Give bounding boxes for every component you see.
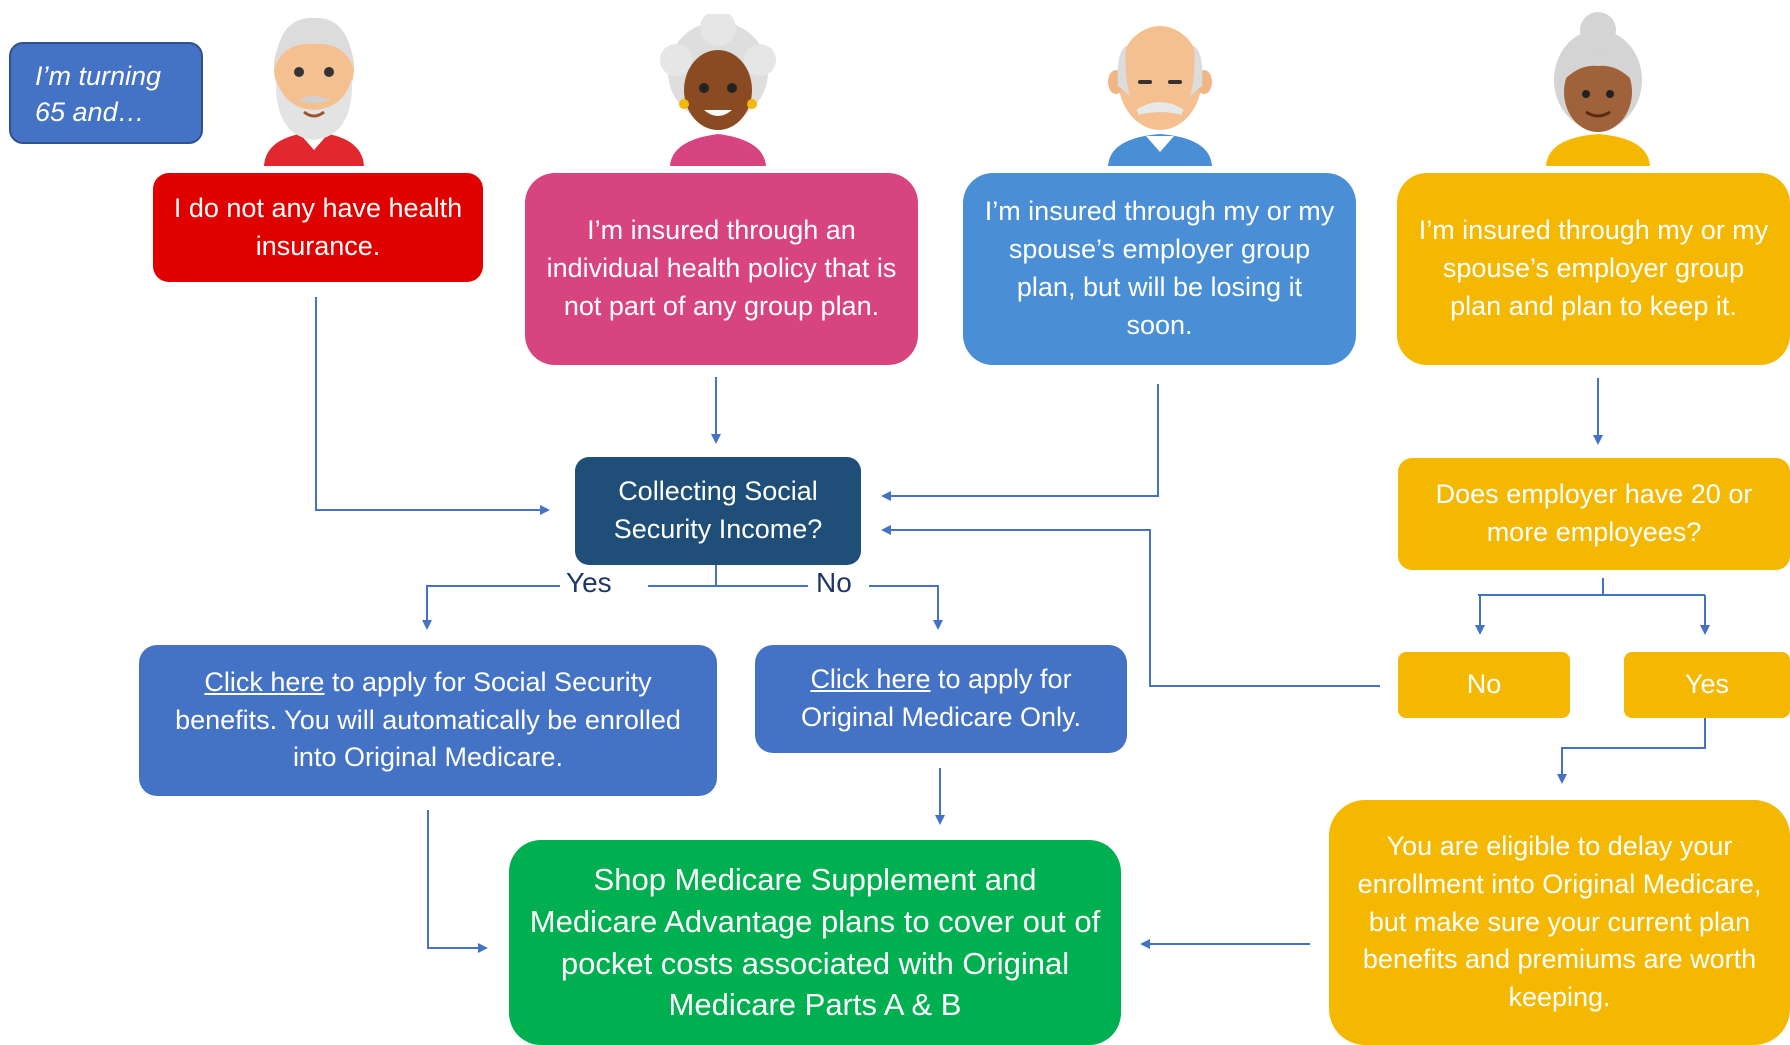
apply-social-security-text: to apply for Social Security benefits. Y… xyxy=(175,666,681,773)
employer-answer-no-text: No xyxy=(1466,669,1502,700)
shop-plans-text: Shop Medicare Supplement and Medicare Ad… xyxy=(529,861,1101,1023)
apply-original-medicare: Click here to apply for Original Medicar… xyxy=(755,645,1127,753)
employer-answer-no: No xyxy=(1398,652,1570,718)
scenario-no-insurance: I do not any have health insurance. xyxy=(153,173,483,282)
connector-apply-ss xyxy=(427,810,488,953)
connector-employer-losing xyxy=(881,384,1159,501)
scenario-employer-losing-text: I’m insured through my or my spouse’s em… xyxy=(984,196,1335,340)
intro-box: I’m turning 65 and… xyxy=(9,42,203,144)
intro-text: I’m turning 65 and… xyxy=(35,61,162,128)
connector-yes-to-delay xyxy=(1557,718,1706,784)
scenario-employer-losing: I’m insured through my or my spouse’s em… xyxy=(963,173,1356,365)
branch-label-yes: Yes xyxy=(560,567,618,599)
apply-original-medicare-content: Click here to apply for Original Medicar… xyxy=(775,661,1107,737)
apply-original-medicare-text: to apply for Original Medicare Only. xyxy=(800,664,1082,732)
avatar-curly-woman xyxy=(660,14,776,166)
connector-no-to-ss xyxy=(881,525,1380,687)
avatar-bald-man xyxy=(1108,26,1212,166)
branch-label-no: No xyxy=(810,567,858,599)
connector-ss-no xyxy=(869,585,943,630)
avatar-bearded-man xyxy=(264,17,364,166)
apply-social-security-link[interactable]: Click here xyxy=(204,666,325,697)
shop-plans-box: Shop Medicare Supplement and Medicare Ad… xyxy=(509,840,1121,1045)
question-social-security-text: Collecting Social Security Income? xyxy=(613,476,823,544)
scenario-no-insurance-text: I do not any have health insurance. xyxy=(173,192,463,261)
question-employer-size: Does employer have 20 or more employees? xyxy=(1398,458,1790,570)
scenario-employer-keeping: I’m insured through my or my spouse’s em… xyxy=(1397,173,1790,365)
delay-enrollment-text: You are eligible to delay your enrollmen… xyxy=(1357,831,1762,1013)
employer-answer-yes: Yes xyxy=(1624,652,1790,718)
apply-social-security-content: Click here to apply for Social Security … xyxy=(159,664,697,777)
employer-answer-yes-text: Yes xyxy=(1684,669,1730,700)
avatar-bun-woman xyxy=(1546,12,1650,166)
question-social-security: Collecting Social Security Income? xyxy=(575,457,861,565)
scenario-individual-policy-text: I’m insured through an individual health… xyxy=(546,215,897,321)
connector-ss-yes xyxy=(422,585,563,630)
connector-no-insurance xyxy=(315,297,550,515)
apply-social-security: Click here to apply for Social Security … xyxy=(139,645,717,796)
delay-enrollment-box: You are eligible to delay your enrollmen… xyxy=(1329,800,1790,1045)
scenario-individual-policy: I’m insured through an individual health… xyxy=(525,173,918,365)
scenario-employer-keeping-text: I’m insured through my or my spouse’s em… xyxy=(1418,215,1769,321)
question-employer-size-text: Does employer have 20 or more employees? xyxy=(1435,479,1753,547)
apply-original-medicare-link[interactable]: Click here xyxy=(810,664,931,695)
connector-employer-split xyxy=(1478,578,1705,596)
